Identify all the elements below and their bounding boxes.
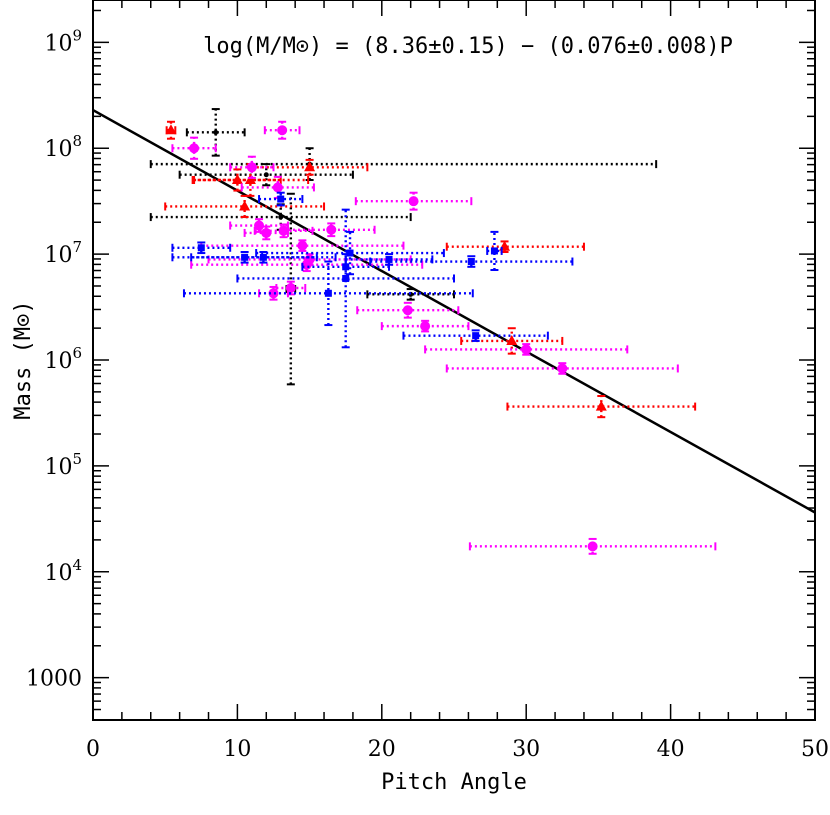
- data-point-red: [250, 158, 369, 176]
- marker: [277, 125, 288, 136]
- data-point-magenta: [468, 537, 717, 555]
- marker: [244, 174, 256, 184]
- marker: [385, 255, 393, 263]
- x-tick-label: 40: [657, 737, 685, 762]
- x-tick-label: 30: [512, 737, 540, 762]
- data-point-blue: [182, 260, 474, 327]
- marker: [259, 253, 267, 261]
- data-point-magenta: [380, 319, 470, 333]
- marker: [467, 258, 475, 266]
- y-tick-label: 105: [44, 450, 82, 480]
- marker: [241, 253, 249, 261]
- data-point-magenta: [258, 285, 289, 301]
- marker: [197, 244, 205, 252]
- data-point-magenta: [253, 223, 314, 239]
- data-point-magenta: [263, 120, 301, 140]
- data-point-magenta: [229, 155, 275, 179]
- marker: [304, 161, 316, 172]
- data-point-red: [506, 395, 697, 419]
- marker: [189, 143, 200, 154]
- data-point-magenta: [200, 239, 405, 252]
- marker: [557, 363, 568, 374]
- marker: [472, 332, 480, 340]
- data-point-magenta: [356, 301, 460, 319]
- data-point-black: [185, 108, 246, 157]
- marker: [213, 129, 219, 135]
- data-point-red: [445, 240, 585, 253]
- data-point-blue: [402, 329, 549, 342]
- data-point-black: [178, 163, 354, 187]
- y-tick-label: 108: [44, 132, 82, 162]
- marker: [261, 227, 272, 238]
- marker: [326, 224, 337, 235]
- x-tick-label: 10: [223, 737, 251, 762]
- data-points-layer: [149, 108, 717, 555]
- marker: [285, 283, 296, 293]
- marker: [490, 247, 498, 255]
- data-point-blue: [258, 191, 304, 207]
- plot-frame: [92, 0, 816, 721]
- data-point-blue: [190, 251, 337, 264]
- marker: [297, 240, 308, 251]
- marker: [506, 334, 518, 345]
- data-point-magenta: [354, 191, 473, 211]
- marker: [346, 249, 354, 257]
- x-tick-label: 50: [801, 737, 829, 762]
- x-axis-title: Pitch Angle: [381, 770, 527, 795]
- y-tick-label: 1000: [26, 667, 82, 692]
- fit-equation: log(M/M⊙) = (8.36±0.15) − (0.076±0.008)P: [203, 34, 733, 59]
- marker: [521, 344, 532, 355]
- data-point-red: [165, 120, 177, 140]
- marker: [263, 172, 269, 178]
- marker: [342, 274, 350, 282]
- data-point-blue: [236, 208, 455, 349]
- marker: [231, 174, 243, 184]
- marker: [587, 541, 598, 552]
- data-point-blue: [344, 253, 434, 266]
- y-tick-label: 107: [44, 238, 82, 268]
- ticks-layer: 0 10 20 30 40 50 1000 104 105 106 107 108 109: [26, 0, 829, 762]
- data-point-blue: [486, 230, 503, 271]
- marker: [239, 200, 251, 211]
- y-tick-label: 106: [44, 344, 82, 374]
- marker: [165, 124, 177, 135]
- data-point-blue: [171, 241, 232, 255]
- y-tick-label: 109: [44, 26, 82, 56]
- data-point-magenta: [445, 362, 679, 375]
- marker: [402, 305, 413, 316]
- marker: [595, 400, 607, 411]
- marker: [278, 214, 284, 220]
- marker: [278, 225, 289, 236]
- marker: [420, 321, 431, 332]
- marker: [324, 289, 332, 297]
- x-tick-label: 20: [368, 737, 396, 762]
- data-point-magenta: [171, 136, 217, 160]
- marker: [408, 196, 419, 207]
- marker: [277, 195, 285, 203]
- data-point-magenta: [275, 280, 307, 296]
- y-tick-label: 104: [44, 556, 82, 586]
- data-point-blue: [255, 230, 445, 276]
- marker: [254, 220, 265, 231]
- data-point-red: [164, 194, 326, 219]
- data-point-blue: [369, 255, 574, 268]
- data-point-blue: [171, 251, 318, 264]
- data-point-magenta: [424, 343, 629, 356]
- marker: [272, 182, 283, 193]
- x-tick-label: 0: [86, 737, 100, 762]
- marker: [246, 162, 257, 173]
- y-axis-title: Mass (M⊙): [11, 300, 36, 419]
- data-point-black: [149, 203, 412, 231]
